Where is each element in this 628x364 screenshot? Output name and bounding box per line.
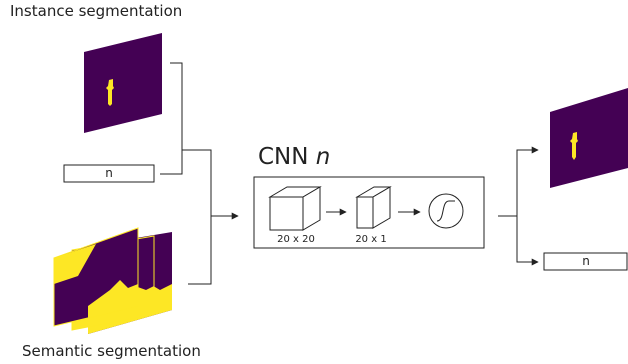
instance-mask-output [550, 88, 628, 188]
cnn-variable: n [315, 144, 331, 170]
dense-dim-label: 20 x 1 [355, 234, 387, 245]
output-n-label: n [582, 254, 590, 268]
output-connectors [498, 146, 539, 266]
sigmoid-icon [428, 193, 464, 229]
semantic-segmentation-title: Semantic segmentation [22, 342, 201, 360]
dense-layer-slab [355, 186, 392, 229]
conv-dim-label: 20 x 20 [277, 234, 315, 245]
output-n-box [543, 252, 628, 271]
cnn-title: CNN n [258, 144, 330, 170]
semantic-mask-stack [53, 227, 172, 334]
conv-layer-cube [268, 186, 322, 231]
instance-segmentation-title: Instance segmentation [10, 2, 183, 20]
cnn-prefix: CNN [258, 144, 309, 170]
input-connectors [160, 62, 239, 285]
input-n-label: n [105, 166, 113, 180]
input-n-box [63, 164, 155, 183]
instance-mask-input [84, 33, 162, 133]
